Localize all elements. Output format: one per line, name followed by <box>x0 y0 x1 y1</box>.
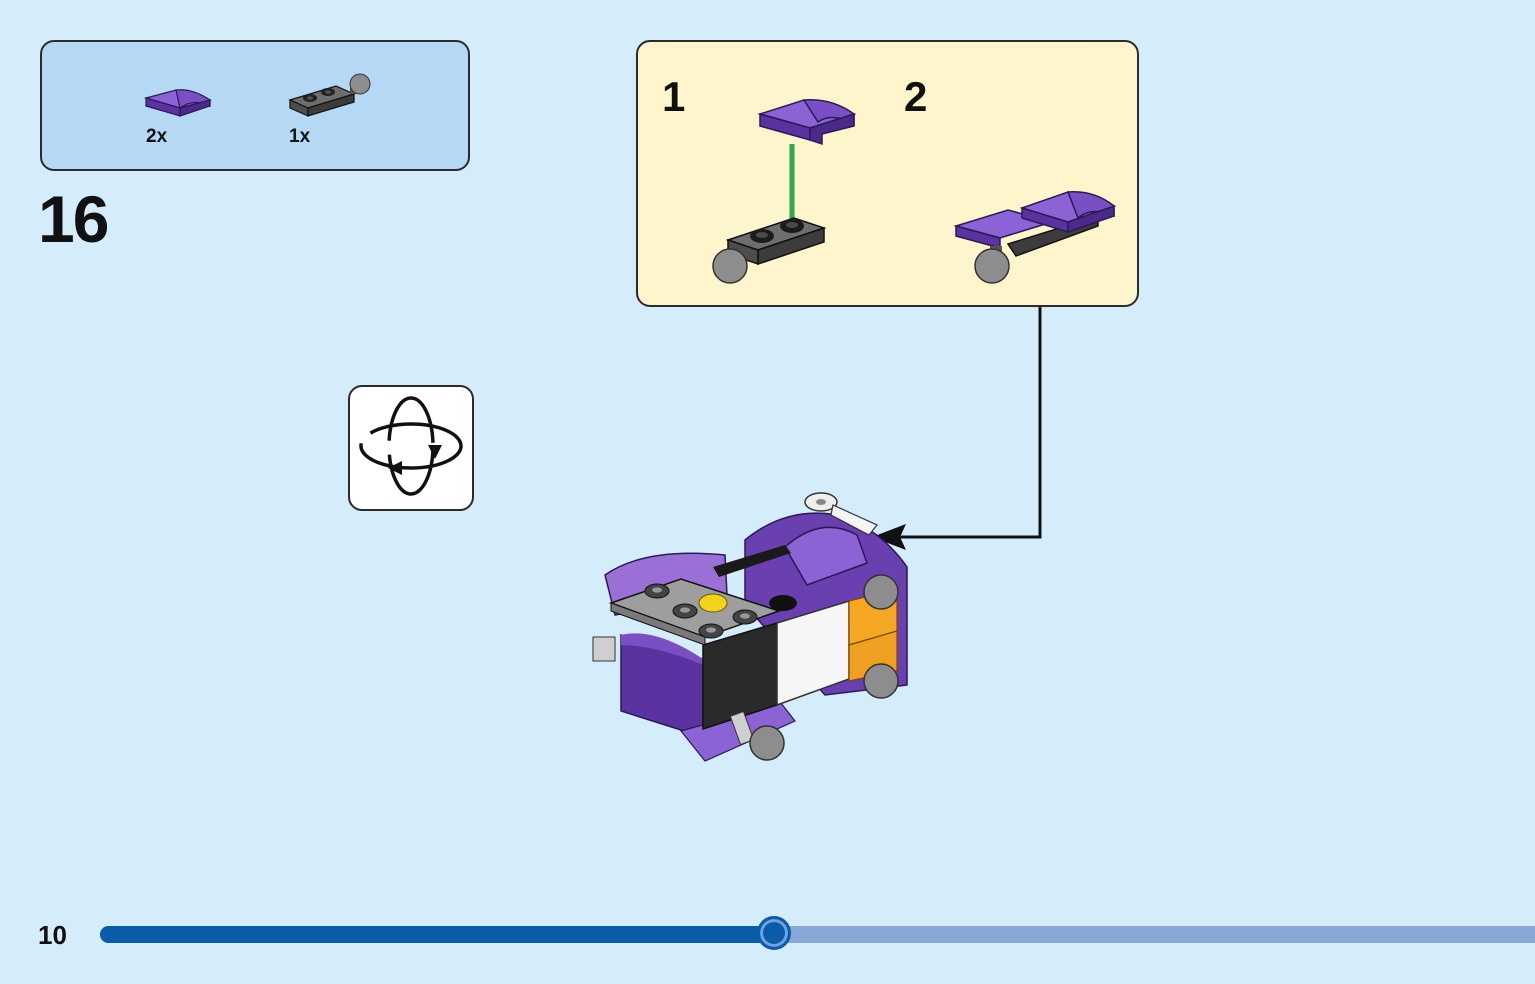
sub-step-number: 1 <box>662 73 686 120</box>
progress-fill <box>100 926 774 943</box>
part-count: 2x <box>146 126 168 147</box>
sub-step-2-illustration <box>953 191 1117 284</box>
page-number: 10 <box>38 920 67 950</box>
main-model-illustration <box>592 492 908 762</box>
step-number: 16 <box>38 182 109 256</box>
part-count: 1x <box>289 126 311 147</box>
dark-gray-plate-with-ball-icon <box>286 68 374 124</box>
parts-list-box: 2x 1x <box>40 40 470 171</box>
sub-assembly-callout: 1 2 <box>636 40 1139 307</box>
progress-knob <box>757 916 791 950</box>
rotate-model-icon <box>359 396 463 496</box>
sub-step-number: 2 <box>904 73 928 120</box>
rotate-model-box <box>348 385 474 511</box>
sub-step-1-illustration <box>712 99 857 284</box>
progress-bar <box>100 916 1535 950</box>
purple-curved-slope-icon <box>142 84 214 124</box>
